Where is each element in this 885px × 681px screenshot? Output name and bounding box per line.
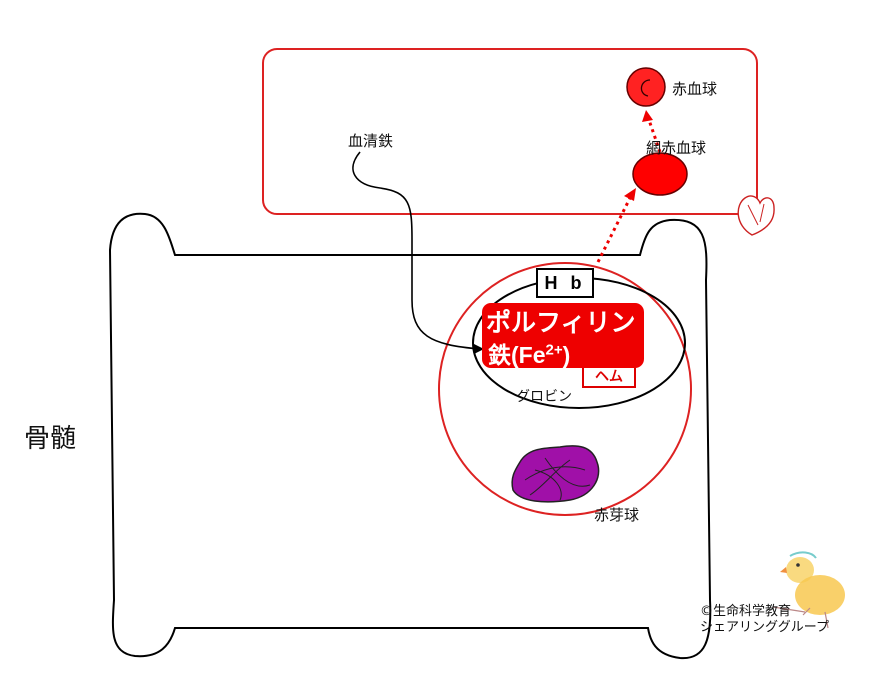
iron-prefix: 鉄(Fe xyxy=(488,342,546,368)
chick-mascot xyxy=(772,551,845,629)
bone-marrow-outline xyxy=(108,212,712,660)
arrowhead xyxy=(624,188,636,201)
erythroblast-cell xyxy=(438,262,692,516)
heart-icon xyxy=(737,195,775,236)
rbc-detail xyxy=(640,79,651,97)
iron-charge: 2+ xyxy=(545,341,563,359)
blood-vessel-box xyxy=(262,48,758,215)
hb-label: H b xyxy=(536,268,594,298)
chromatin xyxy=(524,457,591,501)
copyright: ©生命科学教育 シェアリンググループ xyxy=(700,604,829,636)
porphyrin-iron-box: ポルフィリン 鉄(Fe2+) xyxy=(482,303,644,368)
serum-iron-arrow xyxy=(352,151,481,350)
erythroblast-label: 赤芽球 xyxy=(594,506,640,524)
porphyrin-label: ポルフィリン xyxy=(486,309,636,337)
nucleus xyxy=(511,445,600,503)
copyright-line2: シェアリンググループ xyxy=(700,620,829,635)
reticulocyte xyxy=(632,152,688,196)
arrowhead xyxy=(642,110,653,122)
globin-label: グロビン xyxy=(516,389,572,405)
dotted-arrow-to-rbc xyxy=(647,119,662,153)
iron-suffix: ) xyxy=(562,342,571,368)
serum-iron-label: 血清鉄 xyxy=(348,132,394,150)
bone-marrow-label: 骨髄 xyxy=(24,424,77,454)
reticulocyte-label: 網赤血球 xyxy=(646,139,707,157)
copyright-line1: ©生命科学教育 xyxy=(700,604,792,619)
iron-label: 鉄(Fe2+) xyxy=(488,336,570,370)
dotted-arrow-to-reticulocyte xyxy=(596,197,632,263)
red-blood-cell-label: 赤血球 xyxy=(672,80,718,98)
heme-label: ヘム xyxy=(582,368,636,388)
red-blood-cell xyxy=(626,67,666,107)
arrowhead xyxy=(474,344,484,354)
